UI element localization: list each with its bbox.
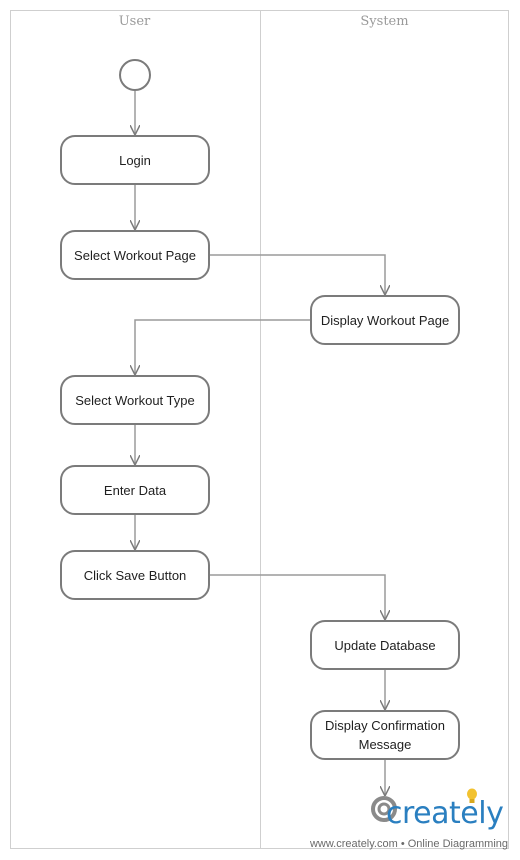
node-display-workout-page: Display Workout Page [310,295,460,345]
node-click-save-button: Click Save Button [60,550,210,600]
node-display-confirmation: Display Confirmation Message [310,710,460,760]
edge-save-update [210,574,385,619]
creately-wordmark: creately [386,796,504,831]
node-update-database: Update Database [310,620,460,670]
node-select-workout-type: Select Workout Type [60,375,210,425]
node-select-workout-page: Select Workout Page [60,230,210,280]
start-node [119,59,151,91]
creately-tagline: www.creately.com • Online Diagramming [309,838,508,850]
lightbulb-icon [467,788,477,803]
swimlane-divider [260,10,261,849]
node-login: Login [60,135,210,185]
creately-logo-icon [371,788,477,822]
lane-label-system: System [360,14,409,29]
lane-label-user: User [118,14,151,29]
node-enter-data: Enter Data [60,465,210,515]
edge-select-page-display [210,254,385,294]
diagram-frame [10,10,509,849]
edge-display-select-type [135,319,310,374]
